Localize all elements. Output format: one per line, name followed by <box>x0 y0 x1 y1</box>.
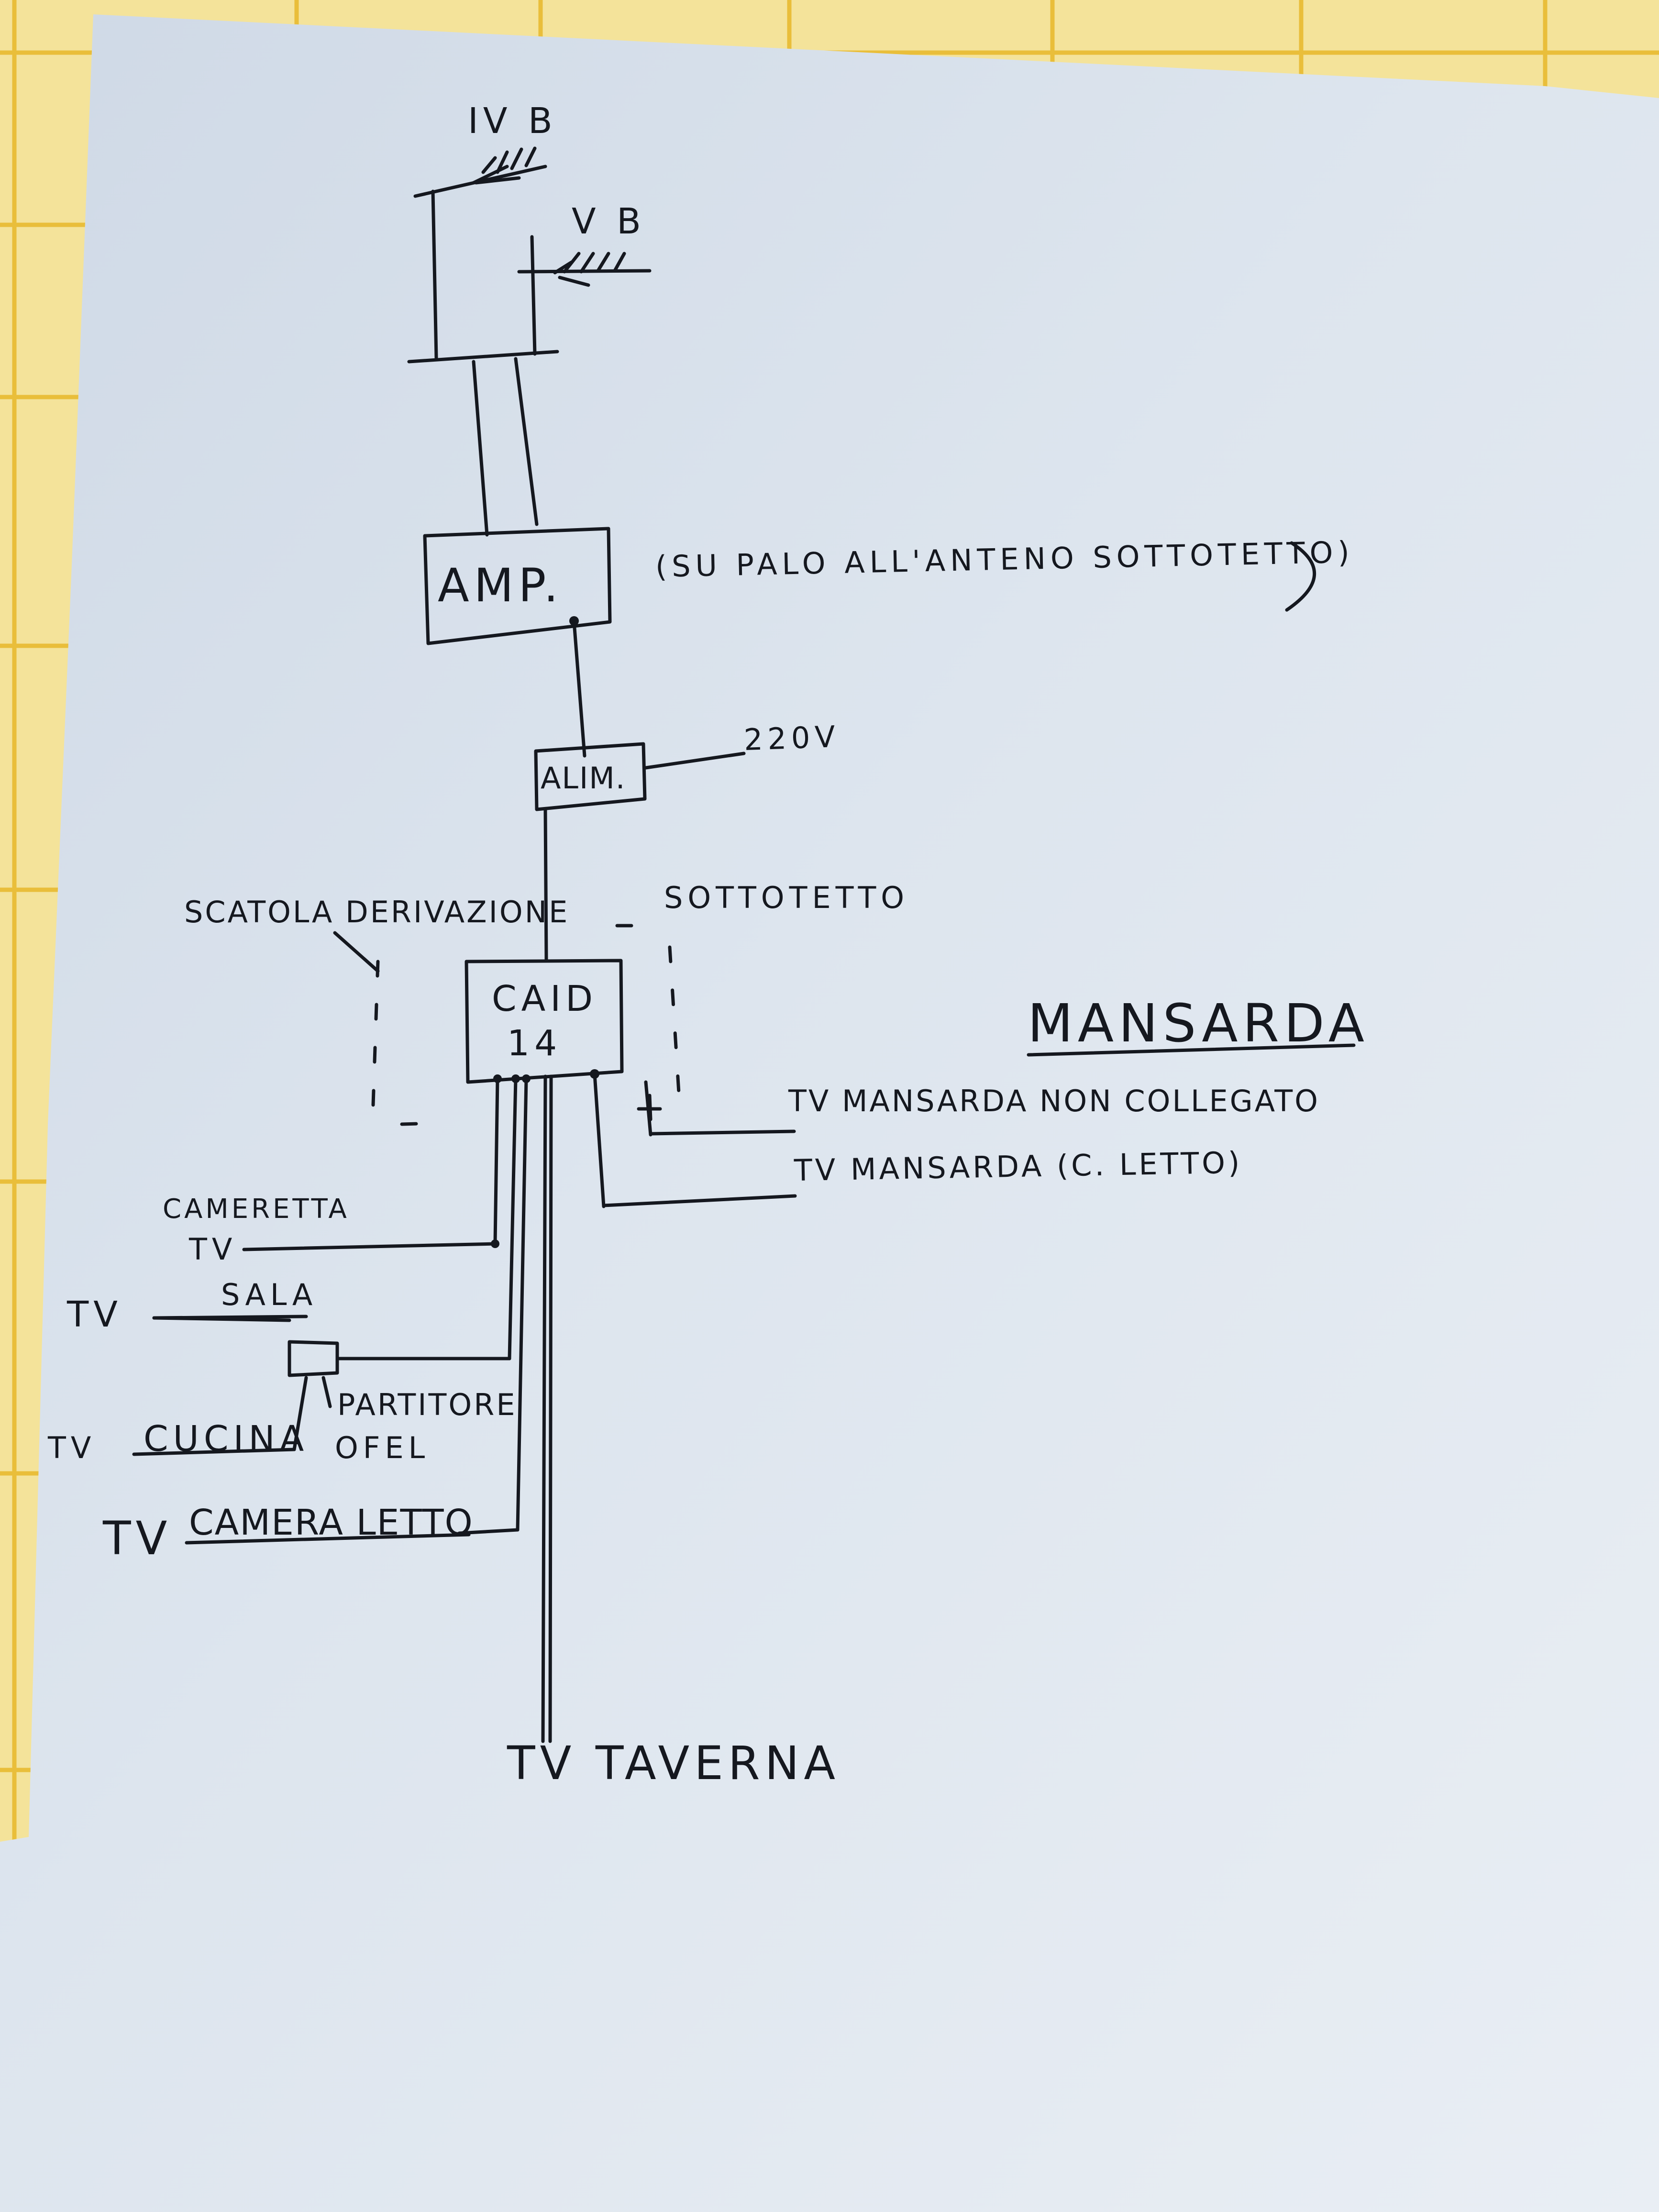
psu-label: ALIM. <box>541 761 626 796</box>
taverna-label: TV TAVERNA <box>507 1736 841 1790</box>
out-mansarda-letto <box>593 1072 606 1208</box>
lead-mansarda-letto <box>602 1194 797 1207</box>
antenna-1-mast <box>431 189 438 360</box>
mansarda-underline <box>1027 1043 1356 1057</box>
mains-label: 220V <box>743 719 841 757</box>
dot-cai-2 <box>511 1074 520 1083</box>
antenna-2-label: V B <box>572 201 646 242</box>
mansarda-label: MANSARDA <box>1028 993 1370 1054</box>
dot-cai-4 <box>590 1069 599 1079</box>
mast-base <box>407 350 559 364</box>
mansarda-tick <box>637 1094 662 1121</box>
cameretta-tv-label: TV <box>189 1232 237 1267</box>
dot-cameretta <box>491 1239 499 1248</box>
cucina-tv-label: TV <box>48 1430 96 1465</box>
out-cameretta <box>493 1077 499 1246</box>
dot-amp-out <box>569 616 579 626</box>
cable-antenna-1 <box>472 360 489 537</box>
sala-tv-label: TV <box>67 1294 122 1335</box>
sala-underline <box>152 1315 308 1320</box>
cai-box <box>465 959 624 1084</box>
antenna-2-mast <box>530 235 537 356</box>
connection-dots <box>491 616 599 1248</box>
amp-note-bracket <box>1285 541 1316 612</box>
out-taverna <box>541 1074 547 1743</box>
splitter-pointer <box>321 1376 332 1408</box>
out-taverna-b <box>548 1074 553 1743</box>
lead-cameraletto <box>457 1528 520 1535</box>
cable-amp-psu <box>572 620 586 758</box>
sala-label: SALA <box>221 1277 318 1312</box>
psu-box <box>534 742 647 811</box>
tv-mansarda-nc-label: TV MANSARDA NON COLLEGATO <box>788 1084 1320 1118</box>
splitter-box <box>288 1340 339 1377</box>
mains-lead <box>644 752 746 770</box>
antenna-1-label: IV B <box>468 100 557 142</box>
splitter-label-1: PARTITORE <box>337 1387 517 1422</box>
cai-label-line2: 14 <box>507 1023 562 1064</box>
splitter-label-2: OFEL <box>335 1430 430 1465</box>
antenna-1-elements <box>472 146 537 185</box>
cai-label-line1: CAID <box>492 978 598 1019</box>
dot-cai-3 <box>522 1074 531 1083</box>
antenna-2-crossbar <box>517 269 652 274</box>
amp-box <box>423 527 612 645</box>
out-cameraletto <box>516 1077 528 1532</box>
lead-mansarda-nc <box>649 1129 796 1136</box>
amp-label: AMP. <box>438 559 563 612</box>
derivation-pointer <box>333 931 380 973</box>
lead-cameretta <box>242 1242 498 1251</box>
cameretta-label: CAMERETTA <box>163 1194 350 1225</box>
schematic-lines <box>132 146 1356 1743</box>
cable-psu-cai <box>543 807 548 961</box>
dot-cai-1 <box>493 1074 502 1083</box>
cameraletto-tv-label: TV <box>103 1512 172 1565</box>
paper <box>0 14 1659 2212</box>
cameraletto-underline <box>185 1533 471 1545</box>
lead-cucina <box>132 1376 308 1456</box>
derivation-box-label: SCATOLA DERIVAZIONE <box>184 895 570 929</box>
cameraletto-label: CAMERA LETTO <box>189 1502 474 1543</box>
attic-label: SOTTOTETTO <box>664 880 909 915</box>
antenna-2-elements <box>553 252 626 287</box>
out-sala <box>508 1077 518 1360</box>
cucina-label: CUCINA <box>144 1418 309 1460</box>
cable-antenna-2 <box>514 357 539 526</box>
